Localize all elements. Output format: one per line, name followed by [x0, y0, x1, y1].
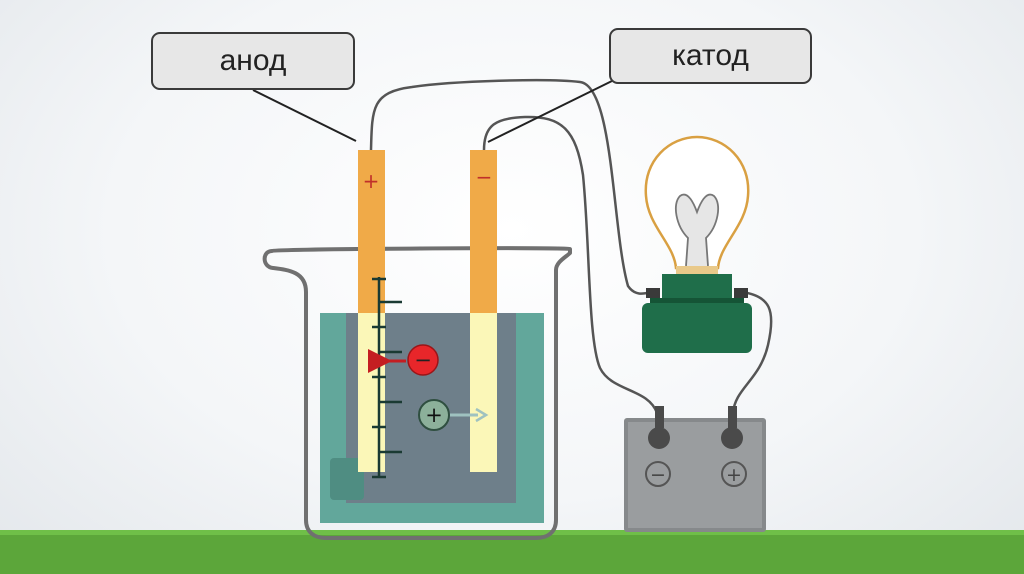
- cathode-immersed-part: [470, 313, 497, 472]
- ground-edge: [0, 530, 1024, 535]
- cation-arrowhead: [475, 407, 489, 423]
- anode-label: анод: [151, 32, 355, 90]
- lamp-socket-base: [642, 303, 752, 353]
- anode-immersed-part: [358, 313, 385, 472]
- lamp-socket-ring: [650, 298, 744, 304]
- bulb-glass: [644, 135, 750, 270]
- battery-minus-marker: [645, 461, 671, 487]
- anion-sign: −: [414, 348, 432, 372]
- cathode-sign: −: [476, 165, 493, 189]
- anion: [407, 344, 439, 376]
- battery: − +: [624, 406, 766, 532]
- wire-lamp-to-battery: [731, 290, 773, 414]
- wire-anode-to-lamp: [369, 78, 653, 295]
- battery-terminal-left-post: [655, 406, 664, 428]
- bulb-neck: [676, 266, 718, 274]
- battery-terminal-right-post: [728, 406, 737, 428]
- electrolyte-highlight: [330, 458, 364, 500]
- anode-pointer-line: [252, 89, 357, 142]
- cathode-label-text: катод: [672, 39, 749, 72]
- cathode-pointer-line: [487, 79, 615, 143]
- bulb-filament: [674, 193, 720, 267]
- lamp-socket-top: [662, 274, 732, 300]
- lamp-terminal-left: [646, 288, 660, 298]
- battery-plus-sign: +: [726, 464, 742, 486]
- cathode-label: катод: [609, 28, 812, 84]
- cation: [418, 399, 450, 431]
- battery-terminal-right: [721, 427, 743, 449]
- battery-minus-sign: −: [650, 464, 666, 486]
- light-bulb: [642, 135, 752, 353]
- anode-label-text: анод: [219, 44, 287, 77]
- lamp-terminal-right: [734, 288, 748, 298]
- battery-plus-marker: [721, 461, 747, 487]
- anode-sign: +: [363, 169, 380, 193]
- battery-terminal-left: [648, 427, 670, 449]
- wire-cathode-to-battery: [482, 115, 659, 414]
- cation-sign: +: [425, 403, 443, 427]
